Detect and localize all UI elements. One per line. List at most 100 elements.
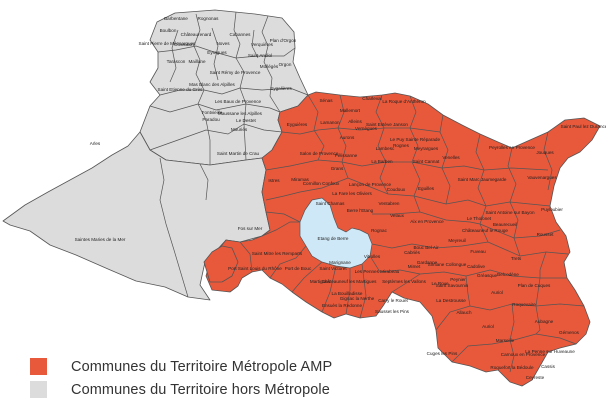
legend: Communes du Territoire Métropole AMP Com…: [30, 355, 332, 401]
commune-label-metropole: Vauvenargues: [527, 175, 557, 180]
commune-label-metropole: Port de Bouc: [285, 266, 312, 271]
commune-label-metropole: La Bouilladisse: [332, 291, 363, 296]
commune-label-metropole: Mimet: [408, 264, 421, 269]
commune-label-metropole: Le Tholonet: [467, 216, 492, 221]
commune-label-metropole: Beaurecueil: [493, 222, 517, 227]
commune-label-metropole: Roquevaire: [512, 302, 536, 307]
commune-label-metropole: Istres: [268, 178, 280, 183]
commune-label-north: Eygalières: [270, 86, 292, 91]
commune-label-metropole: Saint Marc Jaumegarde: [458, 177, 507, 182]
commune-label-metropole: La Destrousse: [436, 298, 466, 303]
commune-label-north: Eyragues: [207, 50, 227, 55]
commune-label-metropole: Châteauneuf les Martigues: [322, 279, 378, 284]
commune-label-metropole: Vitrolles: [364, 254, 381, 259]
commune-label-metropole: Cornillon Confoux: [303, 181, 340, 186]
commune-label-north: Mas Blanc des Alpilles: [189, 82, 235, 87]
commune-label-metropole: Aix en Provence: [410, 219, 444, 224]
commune-label-metropole: Carnoux en Provence: [501, 352, 546, 357]
commune-label-north: Verquières: [251, 42, 274, 47]
commune-label-metropole: Etang de Berre: [318, 236, 349, 241]
commune-label-metropole: Saint Cannat: [413, 159, 440, 164]
commune-label-metropole: Venelles: [442, 155, 460, 160]
commune-label-north: Paradou: [202, 117, 220, 122]
commune-label-north: Maussane les Alpilles: [218, 111, 263, 116]
commune-label-metropole: Gignac la Nerthe: [340, 296, 375, 301]
commune-label-metropole: Coudoux: [387, 187, 406, 192]
commune-label-metropole: Miramas: [291, 177, 309, 182]
commune-label-metropole: Ventabren: [379, 201, 400, 206]
commune-label-north: Saint Rémy de Provence: [210, 70, 261, 75]
commune-label-metropole: Saint Estève Janson: [366, 122, 408, 127]
commune-label-metropole: Les Pennes Mirabeau: [355, 269, 400, 274]
commune-label-metropole: La Penne sur Huveaune: [525, 349, 575, 354]
commune-label-metropole: Rognac: [371, 228, 388, 233]
metropole-region: [203, 91, 601, 387]
commune-label-metropole: Charleval: [362, 96, 381, 101]
legend-swatch-hors-metropole: [30, 381, 47, 398]
commune-label-metropole: Simiane Collongue: [428, 262, 467, 267]
commune-label-metropole: Mallemort: [340, 108, 361, 113]
commune-label-metropole: Berre l'Etang: [347, 208, 374, 213]
commune-label-metropole: Fuveau: [470, 249, 486, 254]
commune-label-metropole: Eguilles: [418, 186, 435, 191]
commune-label-north: Les Baux de Provence: [215, 99, 262, 104]
commune-label-metropole: Gémenos: [559, 330, 580, 335]
commune-label-metropole: Velaux: [390, 213, 404, 218]
commune-label-metropole: Bouc Bel Air: [413, 245, 438, 250]
commune-label-metropole: Belcodène: [497, 272, 519, 277]
commune-label-metropole: Ensuès la Redonne: [322, 303, 363, 308]
commune-label-north: Saint Etienne du Grès: [158, 87, 204, 92]
legend-label-hors-metropole: Communes du Territoire hors Métropole: [71, 381, 330, 398]
commune-label-north: Boulbon: [160, 28, 177, 33]
commune-label-metropole: Pélissanne: [335, 153, 358, 158]
commune-label-metropole: Saint Mitre les Remparts: [252, 251, 303, 256]
commune-label-metropole: Lançon de Provence: [349, 182, 392, 187]
commune-label-metropole: La Barben: [371, 159, 393, 164]
commune-label-north: Mouriès: [231, 127, 248, 132]
commune-label-metropole: Port Saint Louis du Rhône: [228, 266, 282, 271]
commune-label-metropole: Puyloubier: [541, 207, 563, 212]
commune-label-metropole: Marignane: [329, 260, 351, 265]
commune-label-north: Saint Pierre de Mézoargues: [139, 41, 197, 46]
commune-label-north: Orgon: [279, 62, 292, 67]
commune-borders: [149, 11, 585, 373]
legend-item-metropole: Communes du Territoire Métropole AMP: [30, 355, 332, 378]
commune-label-metropole: La Roque d'Anthéron: [382, 99, 426, 104]
commune-label-metropole: Aurons: [340, 135, 355, 140]
commune-label-metropole: Martigues: [310, 279, 331, 284]
metropole-mainland[interactable]: [205, 91, 601, 387]
legend-swatch-metropole: [30, 358, 47, 375]
commune-label-metropole: Gardanne: [417, 260, 438, 265]
commune-label-metropole: Saint Victoret: [319, 266, 347, 271]
commune-label-metropole: Saint Chamas: [316, 201, 346, 206]
commune-label-north: Cabannes: [230, 32, 252, 37]
commune-label-north: Maillane: [188, 59, 206, 64]
commune-label-metropole: Salon de Provence: [300, 151, 339, 156]
commune-label-metropole: Roquefort la Bédoule: [490, 365, 534, 370]
commune-label-metropole: Auriol: [491, 290, 503, 295]
commune-label-metropole: Cuges les Pins: [427, 351, 458, 356]
commune-label-metropole: Lamanon: [320, 120, 340, 125]
commune-label-north: Châteaurenard: [181, 32, 212, 37]
commune-label-north: Barbentane: [164, 16, 188, 21]
commune-label-north: Mollégès: [260, 64, 279, 69]
port-saint-louis[interactable]: [203, 245, 239, 283]
commune-label-north: Noves: [216, 41, 230, 46]
commune-label-metropole: Lambesc: [376, 146, 395, 151]
commune-label-metropole: La Fare les Oliviers: [332, 191, 372, 196]
commune-label-metropole: Saint Paul lez Durance: [561, 124, 606, 129]
commune-label-metropole: Fos sur Mer: [238, 226, 263, 231]
commune-label-metropole: Carry le Rouet: [378, 298, 408, 303]
commune-label-metropole: Saint Savournin: [436, 283, 469, 288]
commune-label-metropole: Auriol: [482, 324, 494, 329]
commune-label-metropole: Aubagne: [535, 319, 554, 324]
commune-label-north: Saint Andiol: [248, 53, 272, 58]
commune-label-north: Tarascon: [167, 59, 186, 64]
commune-label-north: Rognonas: [198, 16, 220, 21]
commune-label-metropole: Ceyreste: [526, 375, 545, 380]
commune-label-north: Saint Martin de Crau: [217, 151, 260, 156]
commune-label-metropole: Eyguières: [287, 122, 308, 127]
legend-label-metropole: Communes du Territoire Métropole AMP: [71, 358, 333, 375]
